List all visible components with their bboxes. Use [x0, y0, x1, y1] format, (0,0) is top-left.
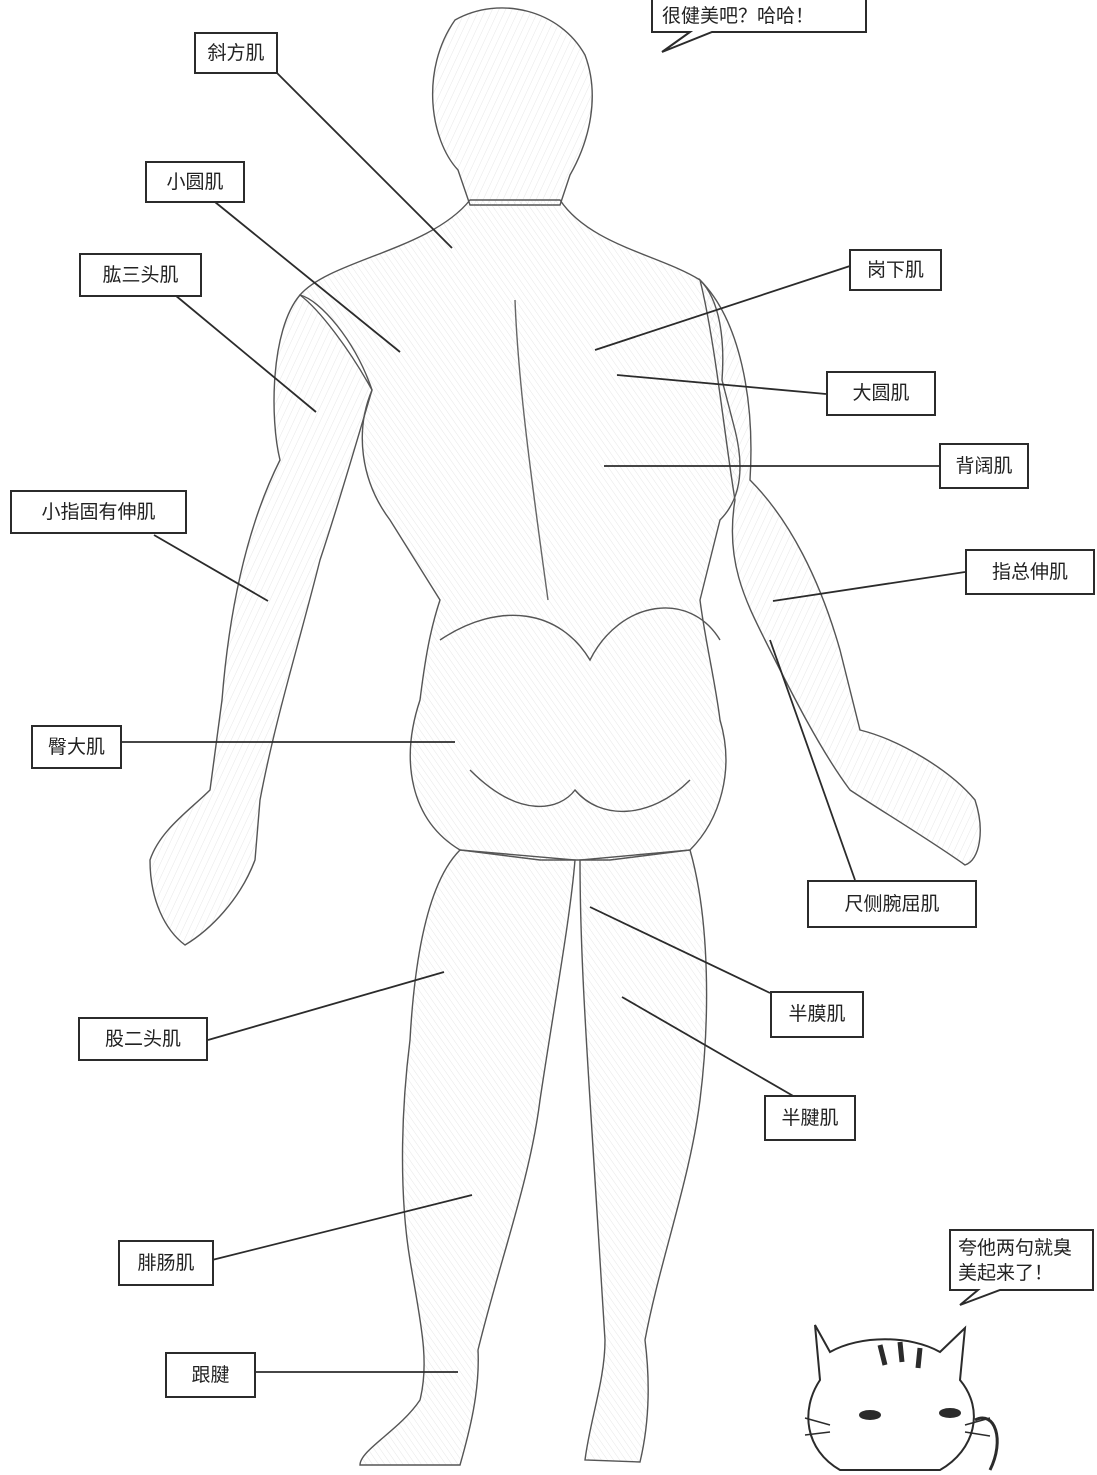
label-teres-minor: 小圆肌: [145, 161, 245, 203]
human-back-illustration: [150, 8, 980, 1465]
leader-biceps-femoris: [208, 972, 444, 1040]
label-triceps: 肱三头肌: [79, 253, 202, 297]
label-gastrocnemius: 腓肠肌: [118, 1240, 214, 1286]
label-extensor-digiti-minimi: 小指固有伸肌: [10, 490, 187, 534]
label-gluteus-maximus: 臀大肌: [31, 725, 122, 769]
label-trapezius: 斜方肌: [194, 32, 278, 74]
speech-cat-line1: 夸他两句就臭: [958, 1237, 1072, 1261]
label-extensor-digitorum: 指总伸肌: [965, 549, 1095, 595]
speech-top-text: 很健美吧？哈哈！: [662, 5, 814, 29]
label-teres-major: 大圆肌: [826, 371, 936, 416]
label-semitendinosus: 半腱肌: [764, 1095, 856, 1141]
speech-cat-line2: 美起来了！: [958, 1262, 1053, 1286]
label-infraspinatus: 岗下肌: [849, 249, 942, 291]
cat-mascot-icon: [805, 1325, 997, 1470]
label-achilles-tendon: 跟腱: [165, 1352, 256, 1398]
leader-trapezius: [276, 72, 452, 248]
label-semimembranosus: 半膜肌: [770, 991, 864, 1038]
label-latissimus-dorsi: 背阔肌: [939, 443, 1029, 489]
label-flexor-carpi-ulnaris: 尺侧腕屈肌: [807, 880, 977, 928]
label-biceps-femoris: 股二头肌: [78, 1017, 208, 1061]
